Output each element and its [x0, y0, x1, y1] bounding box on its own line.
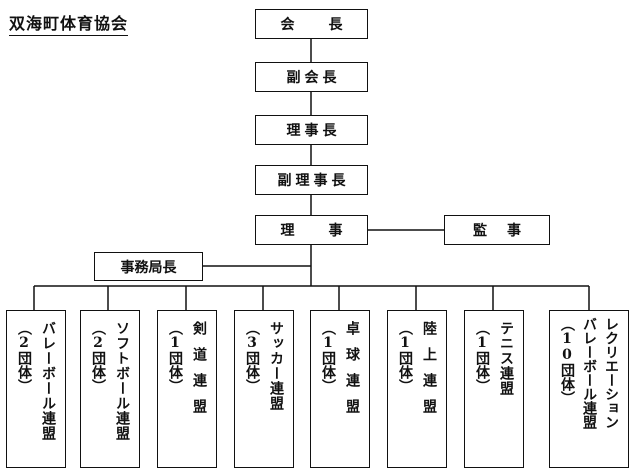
- federation-name: バレーボール連盟: [40, 321, 56, 441]
- federation-count: （10団体）: [559, 317, 575, 405]
- auditors-box: 監事: [444, 215, 550, 245]
- federation-name: サッカー連盟: [268, 321, 284, 411]
- federation-name: テニス連盟: [498, 321, 514, 396]
- directors-label: 理事: [280, 223, 377, 239]
- federation-soccer: サッカー連盟 （3団体）: [234, 310, 294, 468]
- federation-athletics: 陸上連盟 （1団体）: [387, 310, 447, 468]
- federation-name: 陸上連盟: [421, 321, 437, 425]
- federation-table-tennis: 卓球連盟 （1団体）: [310, 310, 370, 468]
- organization-title: 双海町体育協会: [9, 10, 129, 36]
- federation-count: （1団体）: [167, 321, 183, 393]
- federation-count: （1団体）: [474, 321, 490, 393]
- federation-count: （3団体）: [244, 321, 260, 393]
- president-label: 会長: [280, 17, 377, 33]
- chairman-box: 理事長: [255, 115, 368, 145]
- federation-count: （1団体）: [320, 321, 336, 393]
- auditors-label: 監事: [473, 223, 541, 239]
- federation-name: 卓球連盟: [344, 321, 360, 425]
- federation-recreation-volleyball: レクリエーション バレーボール連盟 （10団体）: [549, 310, 629, 468]
- secretary-general-label: 事務局長: [120, 259, 177, 276]
- president-box: 会長: [255, 9, 368, 39]
- federation-softball: ソフトボール連盟 （2団体）: [80, 310, 140, 468]
- federation-tennis: テニス連盟 （1団体）: [464, 310, 524, 468]
- federation-name-line2: バレーボール連盟: [581, 317, 597, 429]
- federation-name: レクリエーション: [603, 317, 619, 429]
- vice-president-label: 副会長: [286, 70, 341, 86]
- vice-chairman-box: 副理事長: [255, 165, 368, 195]
- vice-president-box: 副会長: [255, 62, 368, 92]
- federation-volleyball: バレーボール連盟 （2団体）: [6, 310, 66, 468]
- secretary-general-box: 事務局長: [94, 252, 203, 281]
- federation-count: （1団体）: [397, 321, 413, 393]
- vice-chairman-label: 副理事長: [277, 173, 350, 189]
- chairman-label: 理事長: [286, 123, 341, 139]
- federation-kendo: 剣道連盟 （1団体）: [157, 310, 217, 468]
- directors-box: 理事: [255, 215, 368, 245]
- federation-count: （2団体）: [90, 321, 106, 393]
- federation-name: 剣道連盟: [191, 321, 207, 425]
- federation-count: （2団体）: [16, 321, 32, 393]
- federation-name: ソフトボール連盟: [114, 321, 130, 441]
